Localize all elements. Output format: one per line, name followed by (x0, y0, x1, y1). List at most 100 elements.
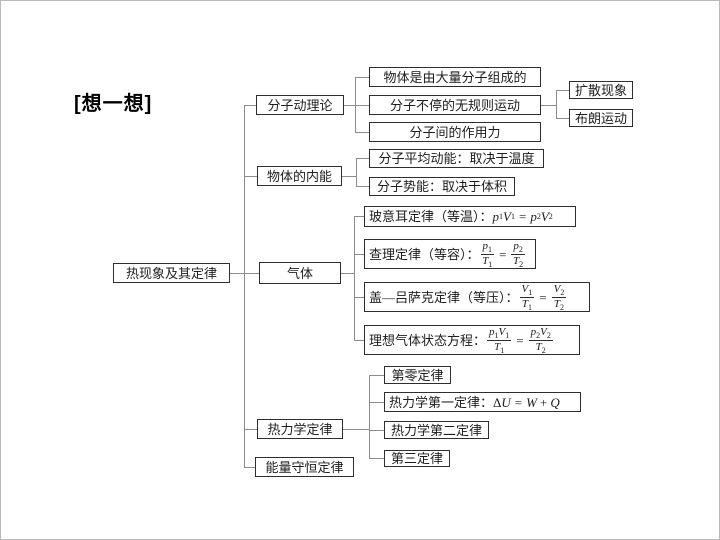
node-potential-energy-volume: 分子势能：取决于体积 (369, 177, 515, 196)
connector-line (369, 402, 384, 403)
connector-line (354, 297, 364, 298)
fraction: V1 T1 (519, 282, 535, 312)
connector-line (556, 90, 569, 91)
node-internal-energy: 物体的内能 (257, 166, 342, 186)
formula-var: U (501, 394, 511, 410)
connector-line (355, 77, 369, 78)
node-label: 第零定律 (391, 367, 444, 383)
fraction-numerator: p1 (480, 239, 495, 255)
formula-name: 盖—吕萨克定律（等压）： (369, 289, 519, 305)
formula-var: V (503, 209, 511, 224)
node-gas: 气体 (259, 262, 341, 284)
fraction: p2 T2 (511, 239, 525, 269)
node-random-molecular-motion: 分子不停的无规则运动 (369, 95, 541, 115)
connector-line (369, 375, 370, 458)
node-diffusion-phenomenon: 扩散现象 (569, 81, 633, 99)
formula-var: W (526, 394, 537, 410)
connector-line (356, 158, 357, 186)
formula-var: p (530, 209, 537, 224)
connector-line (244, 467, 255, 468)
fraction-denominator: T2 (535, 340, 546, 355)
fraction-denominator: T1 (482, 254, 493, 269)
connector-line (354, 216, 364, 217)
node-label: 分子平均动能：取决于温度 (378, 151, 535, 166)
node-label: 第三定律 (390, 451, 443, 466)
fraction-denominator: T2 (513, 254, 524, 269)
fraction: V2 T2 (551, 282, 567, 312)
node-thermodynamics-laws: 热力学定律 (257, 419, 343, 439)
connector-line (341, 273, 354, 274)
connector-line (556, 90, 557, 118)
fraction: p2V2 T2 (528, 325, 553, 355)
node-label: 布朗运动 (574, 110, 627, 126)
connector-line (230, 273, 244, 274)
node-label: 物体的内能 (266, 168, 332, 184)
connector-line (343, 429, 369, 430)
connector-line (369, 458, 384, 459)
connector-line (356, 186, 369, 187)
fraction-denominator: T2 (553, 297, 565, 312)
node-zeroth-law: 第零定律 (384, 366, 451, 384)
formula-name: 查理定律（等容）： (369, 246, 480, 262)
node-third-law: 第三定律 (384, 450, 450, 467)
delta-symbol: Δ (493, 394, 502, 410)
think-hint-label: [想一想] (74, 93, 153, 115)
node-label: 热力学定律 (267, 421, 333, 437)
node-label: 能量守恒定律 (265, 459, 344, 475)
fraction-numerator: V2 (551, 282, 567, 298)
fraction: p1 T1 (480, 239, 495, 269)
connector-line (355, 77, 356, 132)
node-label: 物体是由大量分子组成的 (383, 69, 527, 85)
connector-line (244, 176, 257, 177)
node-avg-kinetic-energy-temperature: 分子平均动能：取决于温度 (369, 149, 544, 168)
fraction-numerator: p2 (511, 239, 525, 255)
node-label: 扩散现象 (574, 82, 627, 98)
formula-name: 热力学第一定律： (389, 394, 494, 410)
node-label: 分子间的作用力 (409, 124, 501, 140)
fraction-numerator: p1V1 (487, 325, 512, 341)
node-label: 热现象及其定律 (125, 265, 217, 281)
connector-line (342, 176, 356, 177)
plus-sign: + (539, 394, 548, 410)
connector-line (244, 105, 245, 467)
node-brownian-motion: 布朗运动 (569, 109, 633, 127)
connector-line (244, 429, 257, 430)
connector-line (354, 254, 364, 255)
node-label: 气体 (286, 265, 313, 281)
equals-sign: = (514, 394, 523, 410)
connector-line (244, 105, 256, 106)
formula-var: p (492, 209, 500, 224)
fraction-denominator: T1 (521, 297, 532, 312)
node-charles-law: 查理定律（等容）： p1 T1 = p2 T2 (364, 239, 536, 269)
equals-sign: = (539, 289, 547, 305)
connector-line (369, 375, 384, 376)
node-label: 分子不停的无规则运动 (389, 97, 520, 113)
connector-line (356, 158, 369, 159)
node-molecular-kinetic-theory: 分子动理论 (256, 95, 344, 115)
node-gay-lussac-law: 盖—吕萨克定律（等压）： V1 T1 = V2 T2 (364, 282, 590, 312)
connector-line (354, 216, 355, 340)
node-label: 分子动理论 (267, 97, 333, 113)
node-matter-made-of-molecules: 物体是由大量分子组成的 (369, 67, 541, 87)
equals-sign: = (516, 332, 524, 348)
node-energy-conservation-law: 能量守恒定律 (255, 457, 354, 477)
connector-line (355, 105, 369, 106)
node-root-thermal-phenomena: 热现象及其定律 (113, 263, 230, 283)
fraction-numerator: V1 (519, 282, 535, 298)
connector-line (244, 273, 259, 274)
connector-line (355, 132, 369, 133)
connector-line (344, 105, 355, 106)
formula-var: V (540, 209, 549, 224)
connector-line (556, 118, 569, 119)
fraction-denominator: T1 (494, 340, 505, 355)
fraction: p1V1 T1 (487, 325, 512, 355)
fraction-numerator: p2V2 (528, 325, 553, 341)
connector-line (354, 340, 364, 341)
connector-line (541, 105, 556, 106)
formula-var: Q (550, 394, 560, 410)
equals-sign: = (518, 209, 527, 224)
connector-line (369, 430, 384, 431)
